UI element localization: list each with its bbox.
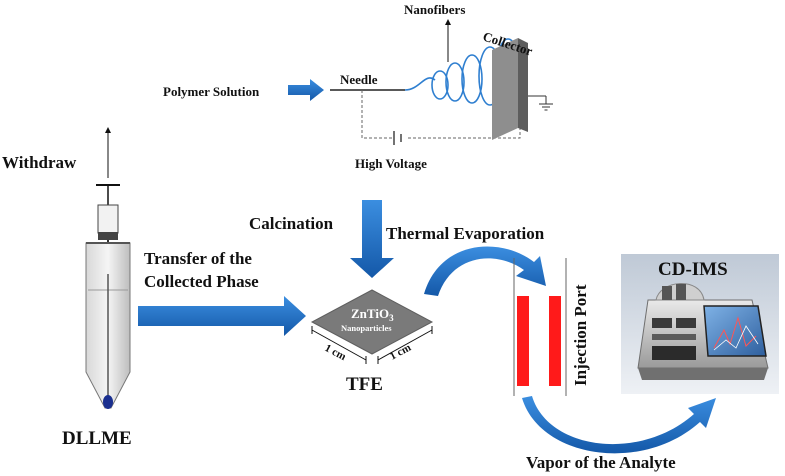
injection-port [513,258,567,396]
label-nanofibers: Nanofibers [404,2,465,17]
transfer-arrow [138,296,306,336]
label-calcination: Calcination [249,214,334,233]
cd-ims-instrument-icon [621,254,779,394]
label-needle: Needle [340,72,378,87]
tfe-diamond [310,289,434,364]
label-polymer-solution: Polymer Solution [163,84,260,99]
label-thermal-evaporation: Thermal Evaporation [386,224,545,243]
syringe-icon [85,127,131,409]
label-cd-ims: CD-IMS [658,259,728,280]
calcination-arrow [350,200,394,278]
label-dim-left: 1 cm [323,342,348,363]
label-tfe: TFE [346,374,383,395]
label-dllme: DLLME [62,428,132,449]
injection-port-block-left [517,296,529,386]
polymer-feed-arrow [288,79,324,101]
battery-icon [393,131,402,145]
ground-symbol-icon [528,95,553,111]
injection-port-block-right [549,296,561,386]
label-transfer-line1: Transfer of the [144,249,252,268]
label-vapor: Vapor of the Analyte [526,453,676,472]
label-high-voltage: High Voltage [355,156,427,171]
label-zntio3: ZnTiO3 [351,306,394,323]
vapor-arrow [522,396,716,454]
thermal-evaporation-arrow [424,246,546,296]
label-injection-port: Injection Port [571,284,590,386]
collector-plate [492,38,528,140]
electrospinning-setup [288,19,553,145]
label-transfer-line2: Collected Phase [144,272,259,291]
label-nanoparticles: Nanoparticles [341,323,392,333]
label-withdraw: Withdraw [2,153,77,172]
label-dim-right: 1 cm [388,342,413,363]
